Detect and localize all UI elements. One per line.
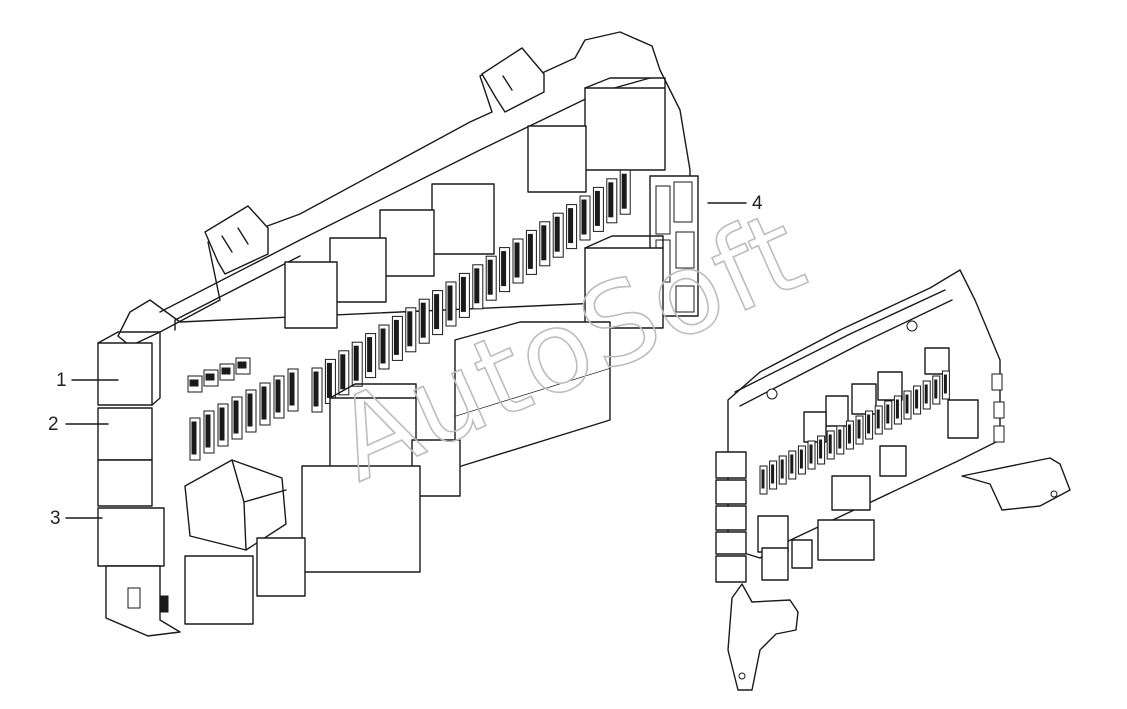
main-fuse-blade: [501, 251, 507, 287]
inset-fuse-blade: [799, 449, 803, 469]
relay-2: [97, 407, 153, 461]
main-fuse-blade: [420, 302, 426, 338]
back-relay-5: [329, 237, 387, 303]
callout-2-label: 2: [48, 414, 59, 435]
inset-top-rail: [734, 289, 953, 407]
callout-3-label: 3: [50, 508, 61, 529]
inset-fuse-blade: [819, 439, 823, 459]
left-fuse-small-blade: [221, 367, 231, 375]
main-fuse-blade: [487, 259, 493, 295]
left-fuse-small-blade: [237, 361, 247, 369]
main-fuse-blade: [621, 173, 627, 209]
main-fuse-blade: [340, 354, 346, 390]
left-fuse-blade: [205, 414, 211, 448]
front-relay-large: [584, 247, 664, 329]
inset-fuse-blade: [895, 399, 899, 419]
main-fuse-row: [311, 169, 631, 413]
main-fuse-blade: [326, 362, 332, 398]
main-fuse-blade: [554, 216, 560, 252]
inset-fuse-blade: [838, 429, 842, 449]
inset-fuse-blade: [780, 459, 784, 479]
left-fuse-blade: [289, 372, 295, 406]
inset-bracket-right: [961, 457, 1071, 511]
main-fuse-blade: [313, 371, 319, 407]
main-fuse-blade: [380, 328, 386, 364]
inset-fuse-relay-box: [715, 269, 1071, 691]
side-fuse-block: [649, 175, 699, 317]
main-fuse-relay-box: [97, 31, 699, 637]
main-fuse-blade: [581, 199, 587, 235]
inset-fuse-blade: [924, 384, 928, 404]
inset-bracket-bottom: [727, 583, 799, 691]
left-fuse-blade: [275, 379, 281, 413]
inset-fuse-blade: [905, 394, 909, 414]
main-fuse-blade: [434, 294, 440, 330]
inset-fuse-blade: [876, 409, 880, 429]
main-fuse-blade: [594, 190, 600, 226]
inset-fuse-blade: [771, 464, 775, 484]
bottom-relay-1: [184, 555, 254, 625]
callout-1-label: 1: [56, 370, 67, 391]
main-fuse-blade: [393, 319, 399, 355]
main-fuse-blade: [353, 345, 359, 381]
inset-fuse-blade: [867, 414, 871, 434]
back-relay-4: [379, 209, 435, 277]
relay-stack-mid: [97, 459, 153, 507]
inset-fuse-blade: [790, 454, 794, 474]
callout-4-label: 4: [752, 193, 763, 214]
left-fuse-blade: [191, 421, 197, 455]
main-fuse-blade: [541, 225, 547, 261]
relay-1: [97, 342, 153, 406]
inset-fuse-blade: [886, 404, 890, 424]
back-relay-3: [431, 183, 495, 255]
main-fuse-blade: [447, 285, 453, 321]
main-fuse-blade: [608, 182, 614, 218]
bottom-relay-2: [256, 537, 306, 597]
main-fuse-blade: [474, 268, 480, 304]
back-relay-1: [584, 87, 666, 171]
relay-3: [97, 507, 165, 567]
inset-fuse-blade: [915, 389, 919, 409]
left-fuse-blade: [261, 386, 267, 420]
inset-fuse-blade: [809, 444, 813, 464]
main-fuse-blade: [460, 276, 466, 312]
left-fuse-blade: [247, 393, 253, 427]
back-relay-6: [284, 261, 338, 329]
left-fuse-cluster: [187, 357, 299, 461]
center-relay: [329, 397, 417, 469]
top-mount-bracket-left: [204, 205, 269, 275]
inset-fuse-row: [759, 370, 950, 495]
inset-fuse-blade: [934, 379, 938, 399]
inset-fuse-blade: [857, 419, 861, 439]
bottom-connector: [105, 565, 181, 637]
inset-fuse-blade: [828, 434, 832, 454]
left-fuse-small-blade: [205, 373, 215, 381]
main-fuse-blade: [568, 208, 574, 244]
inset-fuse-blade: [943, 374, 947, 394]
main-fuse-blade: [407, 311, 413, 347]
callout-leaders: [65, 202, 747, 519]
left-fuse-blade: [219, 407, 225, 441]
inset-fuse-blade: [847, 424, 851, 444]
main-fuse-blade: [367, 337, 373, 373]
left-fuse-small-blade: [189, 379, 199, 387]
left-fuse-blade: [233, 400, 239, 434]
main-fuse-blade: [527, 233, 533, 269]
back-relay-2: [527, 125, 587, 193]
main-fuse-blade: [514, 242, 520, 278]
inset-fuse-blade: [761, 469, 765, 489]
top-mount-bracket-right: [481, 47, 545, 113]
